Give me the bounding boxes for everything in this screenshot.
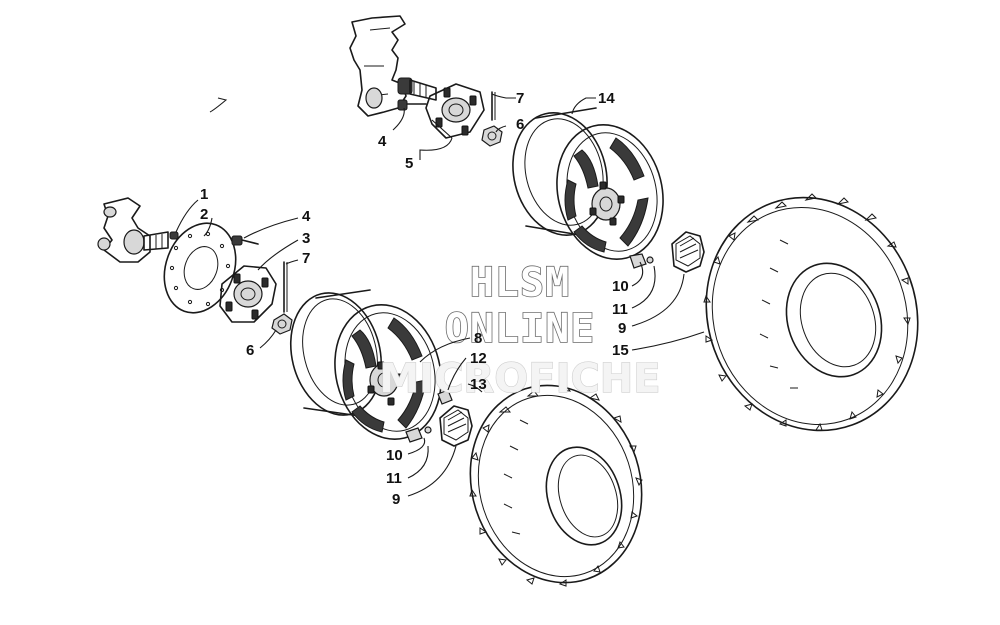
callout-3: 3 (302, 230, 310, 247)
left-axle-stub (143, 231, 169, 251)
lower-wheel-rim (289, 289, 442, 440)
callout-5: 5 (405, 155, 413, 172)
callout-2: 2 (200, 206, 208, 223)
left-cotter-pin (283, 261, 288, 313)
left-disc-bolt (231, 235, 259, 246)
lower-wheel-nut (439, 405, 473, 447)
upper-wheel-nut (671, 231, 705, 273)
watermark-online: ONLINE (445, 306, 596, 352)
callout-labels: 1 2 3 4 4 5 6 6 7 7 8 9 9 10 10 11 11 12… (200, 90, 629, 508)
left-steering-knuckle (97, 197, 151, 263)
callout-7-left: 7 (302, 250, 310, 267)
callout-6-left: 6 (246, 342, 254, 359)
callout-7-top: 7 (516, 90, 524, 107)
callout-14: 14 (598, 90, 615, 107)
callout-10-lower: 10 (386, 447, 403, 464)
callout-9-lower: 9 (392, 491, 400, 508)
leader-lines (175, 93, 705, 497)
callout-4-left: 4 (302, 208, 311, 225)
left-axle-nut (271, 313, 293, 335)
top-steering-knuckle (349, 15, 413, 117)
top-hub-flange (425, 83, 485, 139)
top-axle-stub (409, 79, 437, 101)
lower-valve-stem (405, 389, 453, 443)
callout-10-upper: 10 (612, 278, 629, 295)
left-hub-flange (219, 265, 277, 323)
callout-9-upper: 9 (618, 320, 626, 337)
brake-disc (163, 222, 237, 314)
upper-valve-cap (646, 256, 654, 264)
lower-valve-cap (424, 426, 432, 434)
callout-11-upper: 11 (612, 301, 628, 318)
upper-valve-stem (629, 253, 647, 269)
callout-11-lower: 11 (386, 470, 402, 487)
watermark-hlsm: HLSM (470, 260, 570, 306)
callout-4-top: 4 (378, 133, 387, 150)
callout-15: 15 (612, 342, 629, 359)
watermark-microfiche: MICROFICHE (379, 356, 660, 402)
top-cotter-pin (491, 91, 496, 121)
callout-12: 12 (470, 350, 487, 367)
watermark: HLSM ONLINE MICROFICHE (379, 259, 661, 402)
brake-disc-retainer (169, 231, 179, 240)
callout-8: 8 (474, 330, 482, 347)
callout-1: 1 (200, 186, 208, 203)
upper-wheel-rim (512, 107, 664, 260)
lower-tire (469, 384, 643, 587)
top-lug-bolt (397, 99, 427, 111)
upper-tire (703, 193, 919, 432)
callout-6-top: 6 (516, 116, 524, 133)
callout-13: 13 (470, 376, 487, 393)
